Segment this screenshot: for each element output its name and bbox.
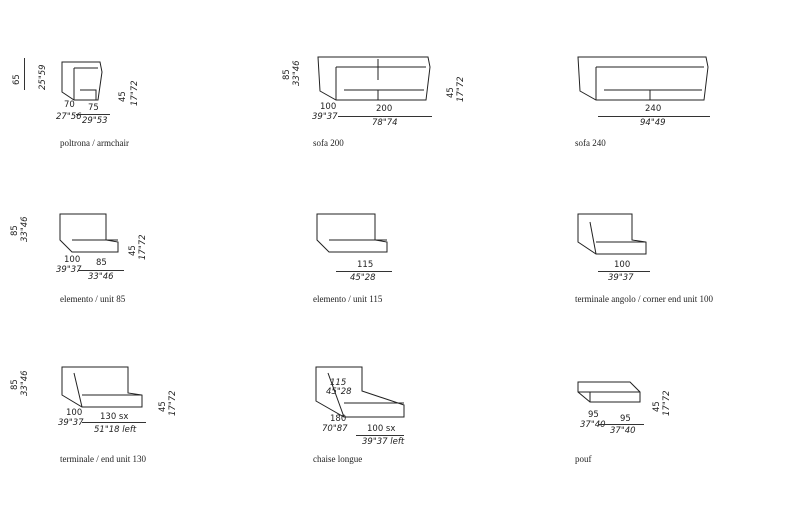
- item-label: terminale angolo / corner end unit 100: [575, 294, 713, 304]
- unit-115-drawing: [316, 213, 388, 253]
- depth-in-label: 39"37: [312, 112, 338, 122]
- width-in-label: 37"40: [610, 426, 636, 436]
- sofa-200-drawing: [317, 56, 431, 101]
- item-label: pouf: [575, 454, 592, 464]
- height-in-label: 33"46: [20, 216, 30, 242]
- chaise-longue-drawing: [315, 366, 405, 418]
- height-in-label: 33"46: [20, 370, 30, 396]
- depth-in-label: 39"37: [58, 418, 84, 428]
- depth-label: 70: [64, 100, 75, 110]
- width-in-label: 29"53: [82, 116, 108, 126]
- height-label: 85: [10, 225, 20, 236]
- height-label: 85: [282, 69, 292, 80]
- item-label: elemento / unit 85: [60, 294, 126, 304]
- seat-label: 45: [158, 401, 168, 412]
- seat-label: 45: [118, 91, 128, 102]
- width-in-label: 39"37 left: [362, 437, 405, 447]
- width-label: 200: [376, 104, 393, 114]
- armchair-drawing: [61, 61, 103, 101]
- height-label: 65: [12, 74, 22, 85]
- seat-in-label: 17"72: [168, 390, 178, 416]
- width-label: 115: [357, 260, 374, 270]
- width-label: 240: [645, 104, 662, 114]
- seat-in-label: 17"72: [456, 76, 466, 102]
- depth-label: 100: [64, 255, 81, 265]
- item-label: elemento / unit 115: [313, 294, 383, 304]
- width-in-label: 33"46: [88, 272, 114, 282]
- width-label: 85: [96, 258, 107, 268]
- pouf-drawing: [577, 381, 641, 403]
- inner-label: 115: [330, 378, 347, 388]
- item-label: sofa 240: [575, 138, 606, 148]
- depth-label: 100: [66, 408, 83, 418]
- seat-in-label: 17"72: [138, 234, 148, 260]
- width-label: 95: [620, 414, 631, 424]
- item-label: sofa 200: [313, 138, 344, 148]
- width-in-label: 45"28: [350, 273, 376, 283]
- corner-unit-drawing: [577, 213, 647, 255]
- width-label: 130 sx: [100, 412, 129, 422]
- unit-85-drawing: [59, 213, 119, 253]
- item-label: terminale / end unit 130: [60, 454, 146, 464]
- width-label: 100: [614, 260, 631, 270]
- width-in-label: 78"74: [372, 118, 398, 128]
- width-in-label: 39"37: [608, 273, 634, 283]
- seat-in-label: 17"72: [662, 390, 672, 416]
- depth-in-label: 37"40: [580, 420, 606, 430]
- width-label: 75: [88, 103, 99, 113]
- depth-label: 180: [330, 414, 347, 424]
- width-label: 100 sx: [367, 424, 396, 434]
- inner-in-label: 45"28: [326, 387, 352, 397]
- depth-label: 100: [320, 102, 337, 112]
- height-label: 85: [10, 379, 20, 390]
- seat-in-label: 17"72: [130, 80, 140, 106]
- width-in-label: 94"49: [640, 118, 666, 128]
- item-label: poltrona / armchair: [60, 138, 129, 148]
- depth-in-label: 70"87: [322, 424, 348, 434]
- depth-label: 95: [588, 410, 599, 420]
- depth-in-label: 39"37: [56, 265, 82, 275]
- height-in-label: 33"46: [292, 60, 302, 86]
- seat-label: 45: [652, 401, 662, 412]
- width-in-label: 51"18 left: [94, 425, 137, 435]
- sofa-240-drawing: [577, 56, 709, 101]
- depth-in-label: 27"56: [56, 112, 82, 122]
- seat-label: 45: [128, 245, 138, 256]
- seat-label: 45: [446, 87, 456, 98]
- height-in-label: 25"59: [38, 64, 48, 90]
- item-label: chaise longue: [313, 454, 363, 464]
- end-unit-130-drawing: [61, 366, 143, 408]
